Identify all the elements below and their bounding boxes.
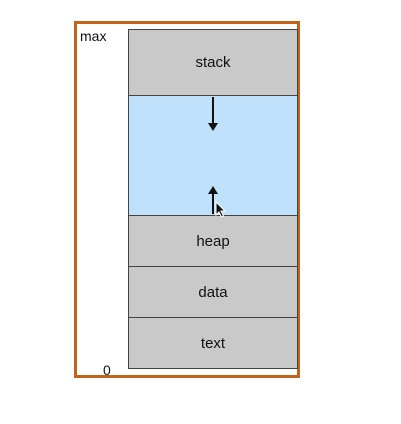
stack-growth-arrow [212,97,214,125]
text-label: text [200,334,226,352]
zero-address-label: 0 [103,362,111,378]
text-segment: text [128,317,298,369]
stack-growth-arrowhead-icon [208,123,218,131]
data-segment: data [128,266,298,318]
max-address-label: max [80,28,107,44]
mouse-pointer-icon [215,200,228,223]
data-label: data [198,283,228,301]
stack-segment: stack [128,29,298,96]
heap-growth-arrow [212,192,214,214]
heap-growth-arrowhead-icon [208,186,218,194]
heap-label: heap [196,232,230,250]
stack-label: stack [195,54,231,71]
heap-segment: heap [128,215,298,267]
